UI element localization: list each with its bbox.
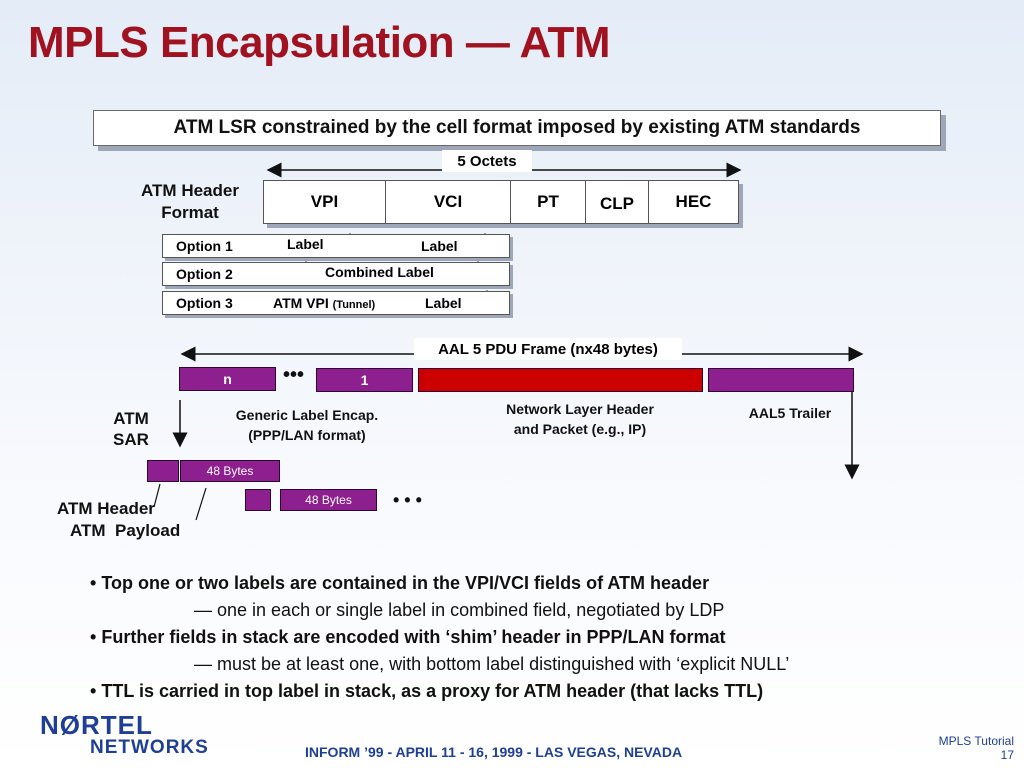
bullet-list: • Top one or two labels are contained in… xyxy=(90,570,990,705)
field-pt: PT xyxy=(511,181,586,223)
option-2-combined-label: Combined Label xyxy=(325,264,434,280)
bullet-glyph: • xyxy=(90,573,97,593)
option-3-atm-vpi: ATM VPI (Tunnel) xyxy=(273,295,375,311)
header-format-label: ATM Header Format xyxy=(134,180,246,224)
bullet-3-text: TTL is carried in top label in stack, as… xyxy=(101,681,764,701)
atm-sar-line1: ATM xyxy=(113,409,149,428)
frame-segment-1: 1 xyxy=(316,368,413,392)
bullet-3: • TTL is carried in top label in stack, … xyxy=(90,678,990,705)
field-vpi: VPI xyxy=(264,181,386,223)
header-format-label-line2: Format xyxy=(161,203,219,222)
network-layer-caption: Network Layer Header and Packet (e.g., I… xyxy=(470,399,690,439)
network-layer-line2: and Packet (e.g., IP) xyxy=(513,421,647,437)
footer-page-number: 17 xyxy=(1000,748,1014,762)
header-pointer-line xyxy=(153,483,161,508)
footer-page-info: MPLS Tutorial 17 xyxy=(939,734,1014,762)
aal5-frame-label: AAL 5 PDU Frame (nx48 bytes) xyxy=(414,338,682,360)
option-3-tunnel-note: (Tunnel) xyxy=(332,299,376,311)
generic-label-caption: Generic Label Encap. (PPP/LAN format) xyxy=(205,405,409,445)
logo-line2: NETWORKS xyxy=(90,737,209,758)
footer-tutorial: MPLS Tutorial xyxy=(938,734,1014,748)
option-1-row: Option 1 Label Label xyxy=(162,234,510,258)
cell-1-payload: 48 Bytes xyxy=(180,460,280,482)
network-layer-line1: Network Layer Header xyxy=(506,401,654,417)
payload-pointer-line xyxy=(195,487,207,521)
network-layer-segment xyxy=(418,368,703,392)
bullet-1-sub: — one in each or single label in combine… xyxy=(194,600,725,620)
field-hec: HEC xyxy=(675,192,712,211)
option-3-label-b: Label xyxy=(425,295,462,311)
bullet-1-text: Top one or two labels are contained in t… xyxy=(101,573,710,593)
bullet-glyph: • xyxy=(90,627,97,647)
nortel-logo: NØRTEL NETWORKS xyxy=(40,712,209,758)
aal5-trailer-caption: AAL5 Trailer xyxy=(748,405,832,421)
generic-label-line2: (PPP/LAN format) xyxy=(248,427,366,443)
field-clp: CLP xyxy=(586,181,649,223)
option-1-label-a: Label xyxy=(287,236,324,252)
aal5-trailer-segment xyxy=(708,368,854,392)
atm-payload-label: ATM Payload xyxy=(70,521,181,540)
bullet-2: • Further fields in stack are encoded wi… xyxy=(90,624,990,651)
cell-2-payload: 48 Bytes xyxy=(280,489,377,511)
footer-event: INFORM ’99 - APRIL 11 - 16, 1999 - LAS V… xyxy=(305,744,683,760)
bullet-glyph: • xyxy=(90,681,97,701)
bullet-2-sub: — must be at least one, with bottom labe… xyxy=(194,654,790,674)
slide-title: MPLS Encapsulation — ATM xyxy=(28,18,611,67)
option-3-name: Option 3 xyxy=(176,295,233,311)
atm-header-fields: VPI VCI PT CLP HEC xyxy=(263,180,739,224)
logo-line1: NØRTEL xyxy=(40,710,153,740)
frame-segment-n: n xyxy=(179,367,276,391)
cell-2-header xyxy=(245,489,271,511)
cells-ellipsis: • • • xyxy=(393,490,422,510)
option-1-label-b: Label xyxy=(421,238,458,254)
bullet-1: • Top one or two labels are contained in… xyxy=(90,570,990,597)
option-2-name: Option 2 xyxy=(176,266,233,282)
option-2-row: Option 2 Combined Label xyxy=(162,262,510,286)
header-format-label-line1: ATM Header xyxy=(141,181,239,200)
generic-label-line1: Generic Label Encap. xyxy=(235,407,379,423)
banner-statement: ATM LSR constrained by the cell format i… xyxy=(93,110,941,146)
option-3-atm-vpi-text: ATM VPI xyxy=(273,295,329,311)
cell-1-header xyxy=(147,460,179,482)
option-1-name: Option 1 xyxy=(176,238,233,254)
bullet-2-text: Further fields in stack are encoded with… xyxy=(101,627,726,647)
field-vci: VCI xyxy=(386,181,511,223)
octets-label: 5 Octets xyxy=(442,150,532,172)
atm-sar-line2: SAR xyxy=(113,430,149,449)
frame-ellipsis: ••• xyxy=(283,364,305,386)
atm-sar-label: ATM SAR xyxy=(108,408,154,450)
option-3-row: Option 3 ATM VPI (Tunnel) Label xyxy=(162,291,510,315)
atm-header-label: ATM Header xyxy=(57,499,155,518)
